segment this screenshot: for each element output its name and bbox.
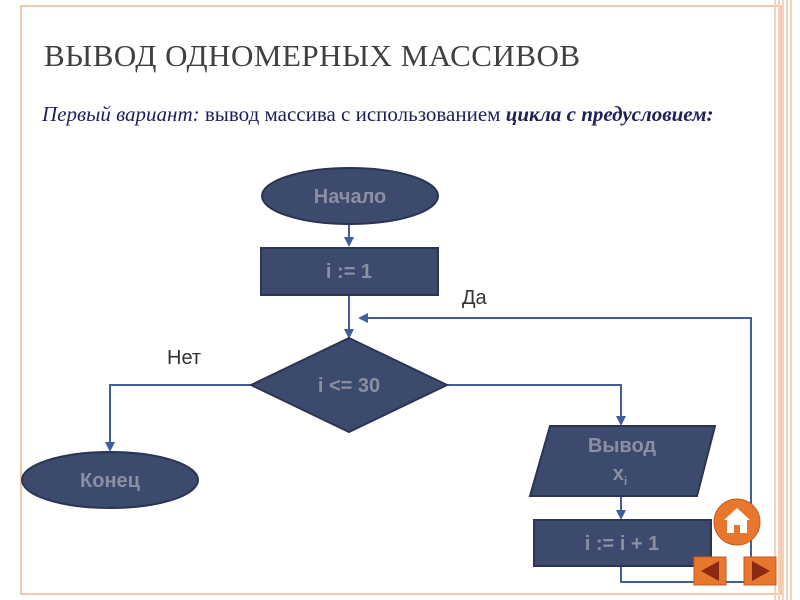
yes-label: Да: [462, 287, 488, 309]
output-label: Вывод: [588, 435, 657, 457]
slide-title: ВЫВОД ОДНОМЕРНЫХ МАССИВОВ: [44, 38, 581, 73]
prev-button[interactable]: [693, 556, 727, 586]
init-label: i := 1: [326, 261, 372, 283]
subtitle-emphasis: цикла с предусловием:: [505, 102, 714, 126]
home-icon: [724, 508, 750, 533]
output-var-x: x: [613, 463, 624, 485]
decorative-stripes: [774, 0, 794, 600]
increment-label: i := i + 1: [585, 533, 659, 555]
end-node: [21, 451, 199, 509]
output-var: xi: [613, 463, 627, 488]
end-label: Конец: [80, 470, 141, 492]
subtitle-variant: Первый вариант:: [42, 102, 200, 126]
next-button[interactable]: [743, 556, 777, 586]
slide-subtitle: Первый вариант: вывод массива с использо…: [42, 100, 742, 128]
output-node: [528, 425, 717, 497]
start-node: [261, 167, 439, 225]
next-arrow-icon: [752, 561, 770, 581]
subtitle-text: вывод массива с использованием: [199, 102, 506, 126]
start-label: Начало: [314, 186, 386, 208]
edge-cond-no: [105, 384, 251, 452]
edge-cond-yes: [447, 384, 626, 426]
increment-node: [533, 519, 712, 567]
condition-node: [248, 336, 450, 434]
prev-arrow-icon: [701, 561, 719, 581]
home-button[interactable]: [713, 498, 761, 546]
no-label: Нет: [167, 347, 201, 369]
init-node: [260, 247, 439, 296]
output-var-sub: i: [624, 474, 627, 488]
condition-label: i <= 30: [318, 375, 380, 397]
